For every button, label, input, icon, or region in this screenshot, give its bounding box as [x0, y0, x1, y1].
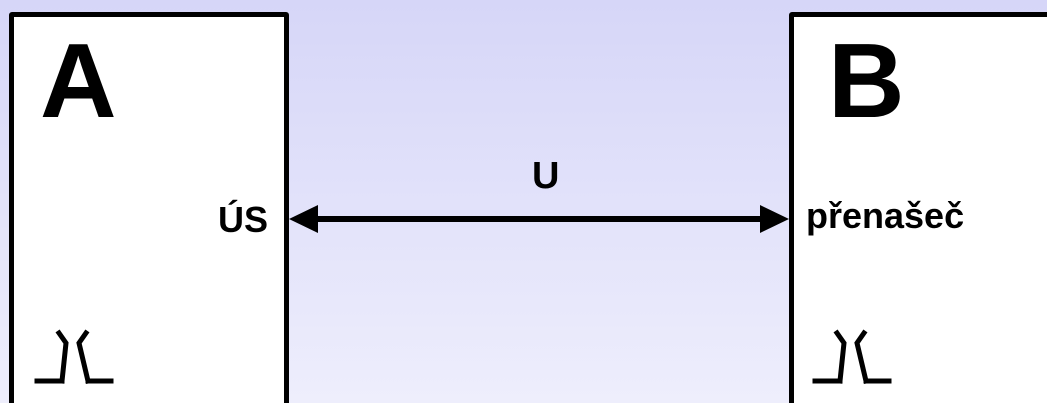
arrowhead-left-icon	[289, 205, 318, 233]
node-a-port-label: ÚS	[218, 199, 269, 240]
arrowhead-right-icon	[760, 205, 789, 233]
node-b-letter: B	[828, 22, 905, 140]
node-b-box	[789, 12, 1047, 403]
node-b-port-label: přenašeč	[806, 195, 965, 236]
link-label: U	[532, 155, 560, 197]
node-a-letter: A	[40, 22, 117, 140]
